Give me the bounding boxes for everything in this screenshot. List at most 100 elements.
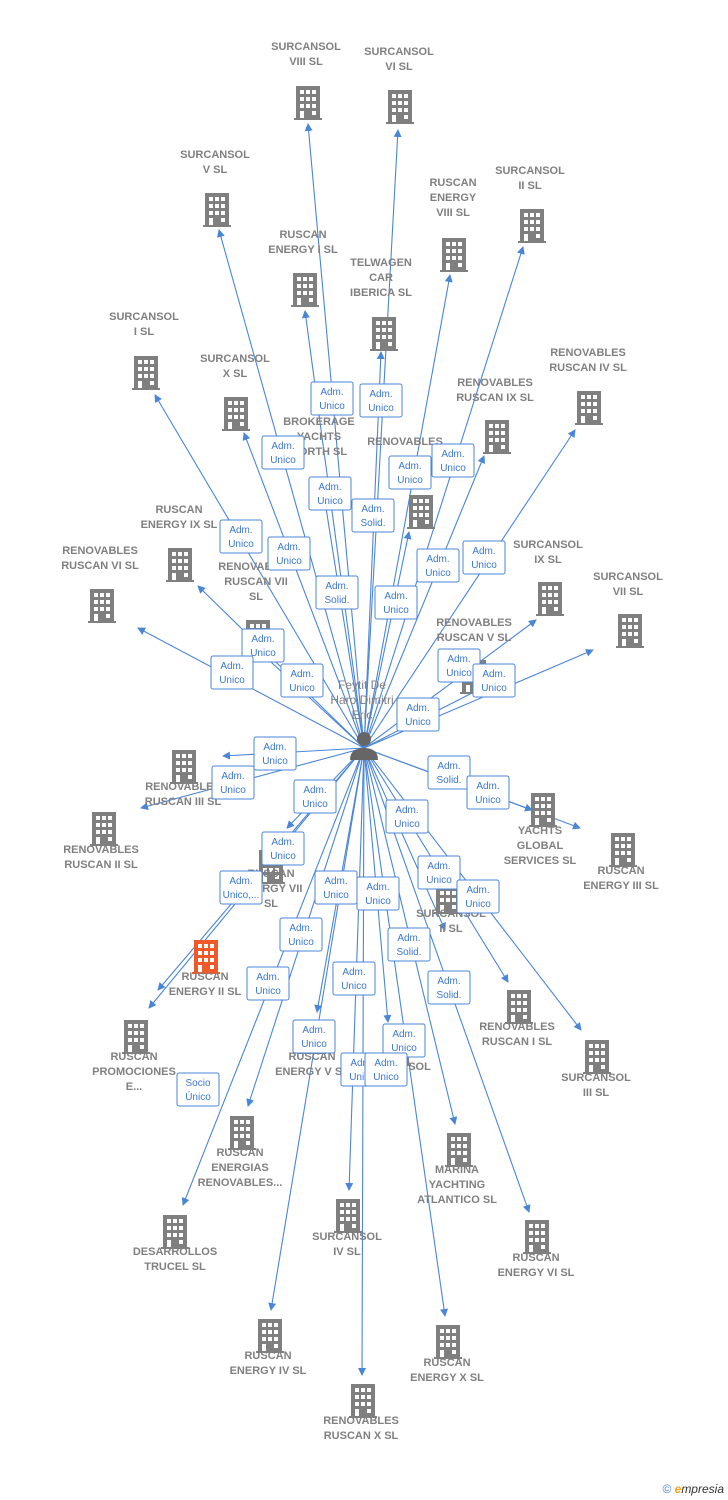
relation-badge[interactable]: Adm.Unico — [396, 697, 440, 732]
relation-badge[interactable]: Adm.Unico — [267, 536, 311, 571]
relation-badge[interactable]: Adm.Unico — [219, 519, 263, 554]
brand-initial: e — [674, 1482, 682, 1496]
building-icon — [334, 1199, 362, 1233]
relation-badge[interactable]: Adm.Unico — [210, 655, 254, 690]
relation-badge[interactable]: Adm.Unico — [292, 1019, 336, 1054]
relation-badge[interactable]: Adm.Unico — [261, 435, 305, 470]
relation-badge[interactable]: Adm.Unico — [374, 585, 418, 620]
svg-text:Adm.Unico: Adm.Unico — [341, 967, 367, 992]
building-icon — [536, 582, 564, 616]
relation-badge[interactable]: Adm.Unico — [211, 765, 255, 800]
svg-text:Adm.Unico: Adm.Unico — [471, 546, 497, 571]
relation-badge[interactable]: Adm.Unico — [382, 1023, 426, 1058]
relation-badge[interactable]: Adm.Unico,... — [219, 870, 263, 905]
relation-badge[interactable]: Adm.Solid. — [427, 755, 471, 790]
relation-badge[interactable]: Adm.Unico — [280, 663, 324, 698]
relation-badge[interactable]: Adm.Unico — [364, 1052, 408, 1087]
relation-badge[interactable]: Adm.Unico — [462, 540, 506, 575]
relation-badge[interactable]: Adm.Unico — [416, 548, 460, 583]
relation-badge[interactable]: Adm.Unico — [385, 799, 429, 834]
building-icon — [505, 990, 533, 1024]
edge-c2 — [363, 129, 402, 749]
relation-badge[interactable]: Adm.Solid. — [315, 575, 359, 610]
relation-badge[interactable]: Adm.Unico — [308, 476, 352, 511]
relation-badge[interactable]: Adm.Unico — [431, 443, 475, 478]
relation-badge[interactable]: Adm.Solid. — [427, 970, 471, 1005]
svg-text:Adm.Unico: Adm.Unico — [250, 634, 276, 659]
building-icon — [90, 812, 118, 846]
building-icon — [132, 356, 160, 390]
relation-badge[interactable]: Adm.Unico — [466, 775, 510, 810]
relation-badge[interactable]: Adm.Unico — [310, 381, 354, 416]
svg-text:Adm.Unico: Adm.Unico — [270, 441, 296, 466]
relation-badge[interactable]: Adm.Unico — [359, 383, 403, 418]
relation-badge[interactable]: Adm.Solid. — [351, 498, 395, 533]
relation-badge[interactable]: Adm.Unico — [417, 855, 461, 890]
relation-badge[interactable]: Adm.Solid. — [387, 927, 431, 962]
relation-badge[interactable]: Adm.Unico — [293, 779, 337, 814]
svg-text:Adm.Unico: Adm.Unico — [440, 449, 466, 474]
relation-badge[interactable]: Adm.Unico — [332, 961, 376, 996]
relation-badge[interactable]: Adm.Unico — [279, 917, 323, 952]
edge-c13 — [363, 531, 412, 749]
relation-badge[interactable]: Adm.Unico — [246, 966, 290, 1001]
relation-badge[interactable]: Adm.Unico — [456, 879, 500, 914]
relation-badge[interactable]: Adm.Unico — [388, 455, 432, 490]
edge-c9 — [363, 429, 576, 749]
building-icon — [122, 1020, 150, 1054]
building-icon — [518, 209, 546, 243]
relation-badge[interactable]: Adm.Unico — [241, 628, 285, 663]
relation-badge[interactable]: Adm.Unico — [356, 876, 400, 911]
relation-badge[interactable]: Adm.Unico — [314, 870, 358, 905]
relation-badge[interactable]: Adm.Unico — [261, 831, 305, 866]
relation-badge[interactable]: Adm.Unico — [253, 736, 297, 771]
svg-text:Adm.Unico: Adm.Unico — [394, 805, 420, 830]
svg-text:Adm.Unico: Adm.Unico — [270, 837, 296, 862]
relation-badge[interactable]: Adm.Unico — [472, 663, 516, 698]
svg-text:Adm.Unico: Adm.Unico — [317, 482, 343, 507]
